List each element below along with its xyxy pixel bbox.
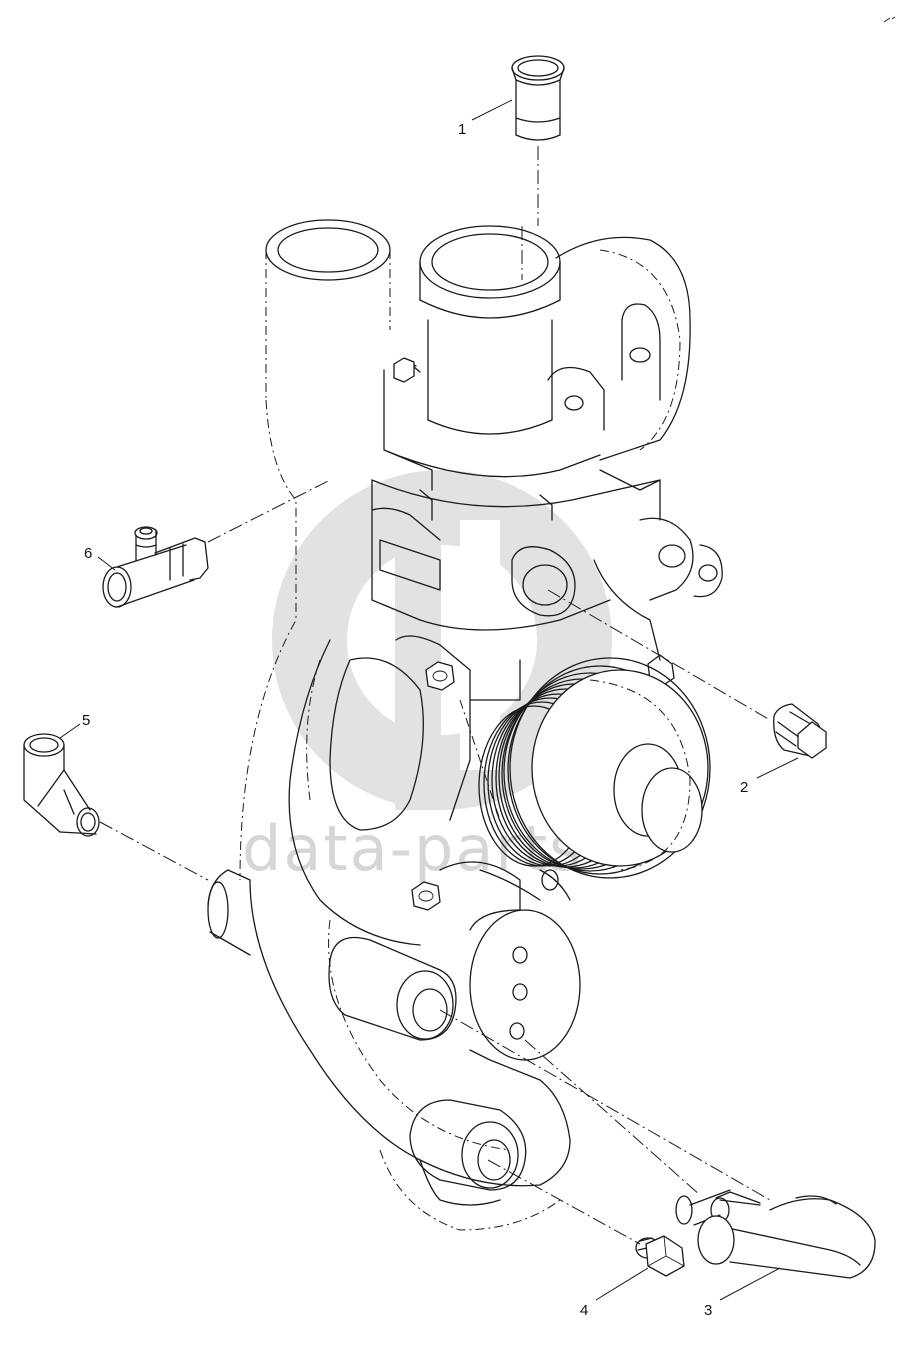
- leader-lines: [59, 99, 799, 1301]
- pulley: [478, 657, 711, 879]
- callout-2: 2: [740, 779, 748, 796]
- part-2-flanged-plug: [773, 703, 827, 759]
- part-3-y-branch-pipe: [675, 1189, 876, 1279]
- alignment-lines: [99, 146, 771, 1245]
- corner-mark: [883, 16, 896, 23]
- part-5-elbow-fitting: [23, 733, 100, 837]
- callout-3: 3: [704, 1302, 712, 1319]
- part-1-straight-fitting: [511, 55, 565, 141]
- part-4-threaded-plug: [635, 1235, 685, 1277]
- callout-6: 6: [84, 545, 92, 562]
- part-6-t-fitting: [102, 526, 209, 608]
- callout-5: 5: [82, 712, 90, 729]
- callout-4: 4: [580, 1302, 588, 1319]
- watermark-text: data-parts: [242, 812, 583, 885]
- pump-housing: [207, 219, 723, 1231]
- callout-1: 1: [458, 121, 466, 138]
